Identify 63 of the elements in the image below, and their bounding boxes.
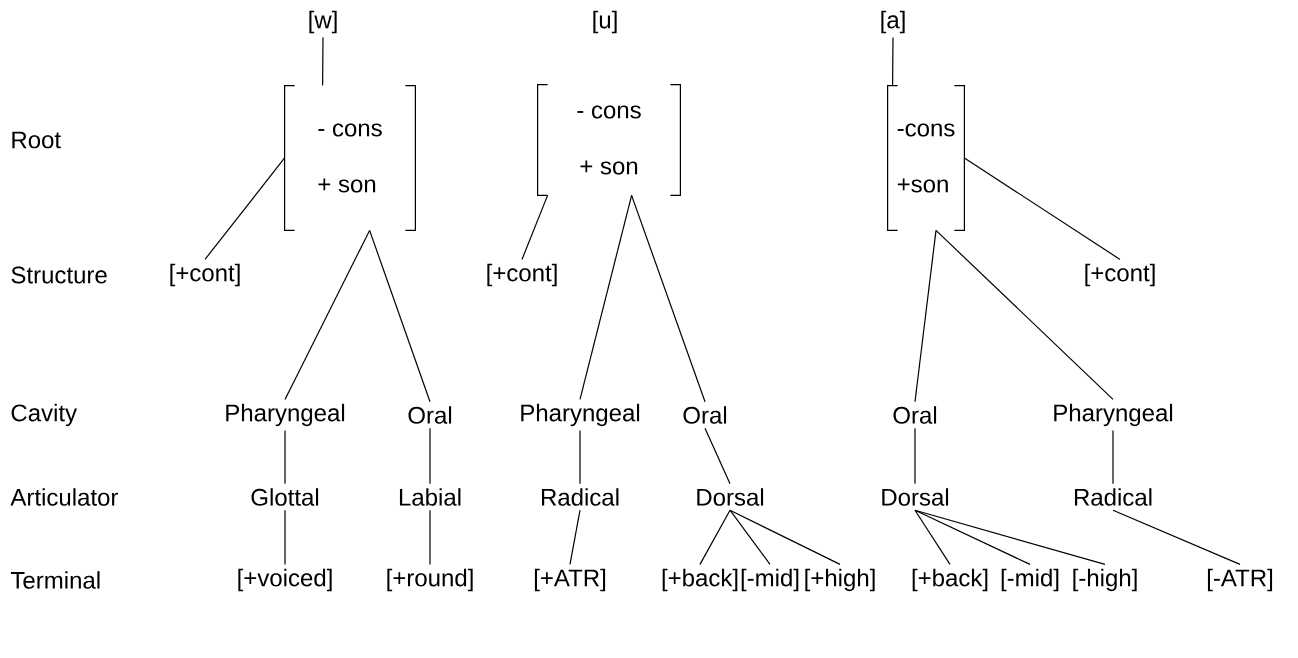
association-line (914, 427, 916, 485)
feature-label: Radical (541, 488, 619, 506)
feature-matrix: -cons +son (887, 85, 965, 231)
association-line (914, 509, 1031, 565)
association-line (935, 229, 1114, 400)
association-line (699, 509, 731, 565)
association-line (579, 194, 633, 400)
feature-label: Oral (408, 406, 452, 424)
association-line (631, 194, 706, 403)
feature-label: [+cont] (1085, 263, 1155, 287)
association-line (729, 509, 841, 565)
association-line (914, 509, 1106, 565)
association-line (369, 229, 431, 403)
segment-symbol: [a] (881, 10, 905, 34)
tier-label: Root (12, 131, 61, 149)
tier-label: Structure (11, 266, 107, 284)
association-line (284, 429, 286, 485)
feature-label: [+ATR] (534, 568, 606, 592)
feature-label: [-ATR] (1207, 568, 1273, 592)
feature-label: Oral (893, 406, 937, 424)
segment-symbol: [u] (593, 10, 617, 34)
feature-label: [-high] (1073, 568, 1137, 592)
association-line (892, 37, 894, 87)
feature-label: Dorsal (697, 488, 764, 506)
feature-label: Oral (683, 406, 727, 424)
feature-matrix: - cons + son (284, 85, 416, 231)
feature-label: Pharyngeal (1054, 403, 1173, 427)
feature-label: [-mid] (1001, 568, 1059, 592)
association-line (1112, 509, 1241, 565)
tier-label: Cavity (11, 403, 78, 427)
association-line (963, 157, 1121, 260)
association-line (729, 509, 771, 565)
feature-label: [+cont] (170, 263, 240, 287)
feature-label: Radical (1074, 488, 1152, 506)
tier-label: Articulator (10, 488, 119, 506)
feature-label: [+cont] (487, 263, 557, 287)
association-line (521, 194, 549, 260)
segment-symbol: [w] (309, 10, 337, 34)
feature-matrix: - cons + son (537, 84, 681, 196)
feature-label: Pharyngeal (521, 403, 640, 427)
feature-label: [+round] (387, 568, 473, 592)
feature-label: [+back] (662, 568, 738, 592)
association-line (204, 157, 286, 260)
association-line (429, 427, 431, 485)
feature-label: Pharyngeal (226, 403, 345, 427)
feature-label: Glottal (251, 488, 319, 506)
association-line (914, 509, 951, 565)
association-line (704, 427, 731, 485)
association-line (1112, 429, 1114, 485)
feature-label: Labial (399, 488, 461, 506)
association-line (284, 509, 286, 565)
association-line (322, 37, 324, 87)
feature-label: [+high] (805, 568, 875, 592)
association-line (429, 509, 431, 565)
association-line (579, 429, 581, 485)
feature-label: [-mid] (741, 568, 799, 592)
feature-label: Dorsal (882, 488, 949, 506)
association-line (914, 229, 937, 403)
feature-label: [+back] (912, 568, 988, 592)
feature-label: [+voiced] (238, 568, 332, 592)
association-line (569, 509, 581, 565)
tier-label: Terminal (10, 571, 100, 589)
association-line (284, 229, 371, 400)
